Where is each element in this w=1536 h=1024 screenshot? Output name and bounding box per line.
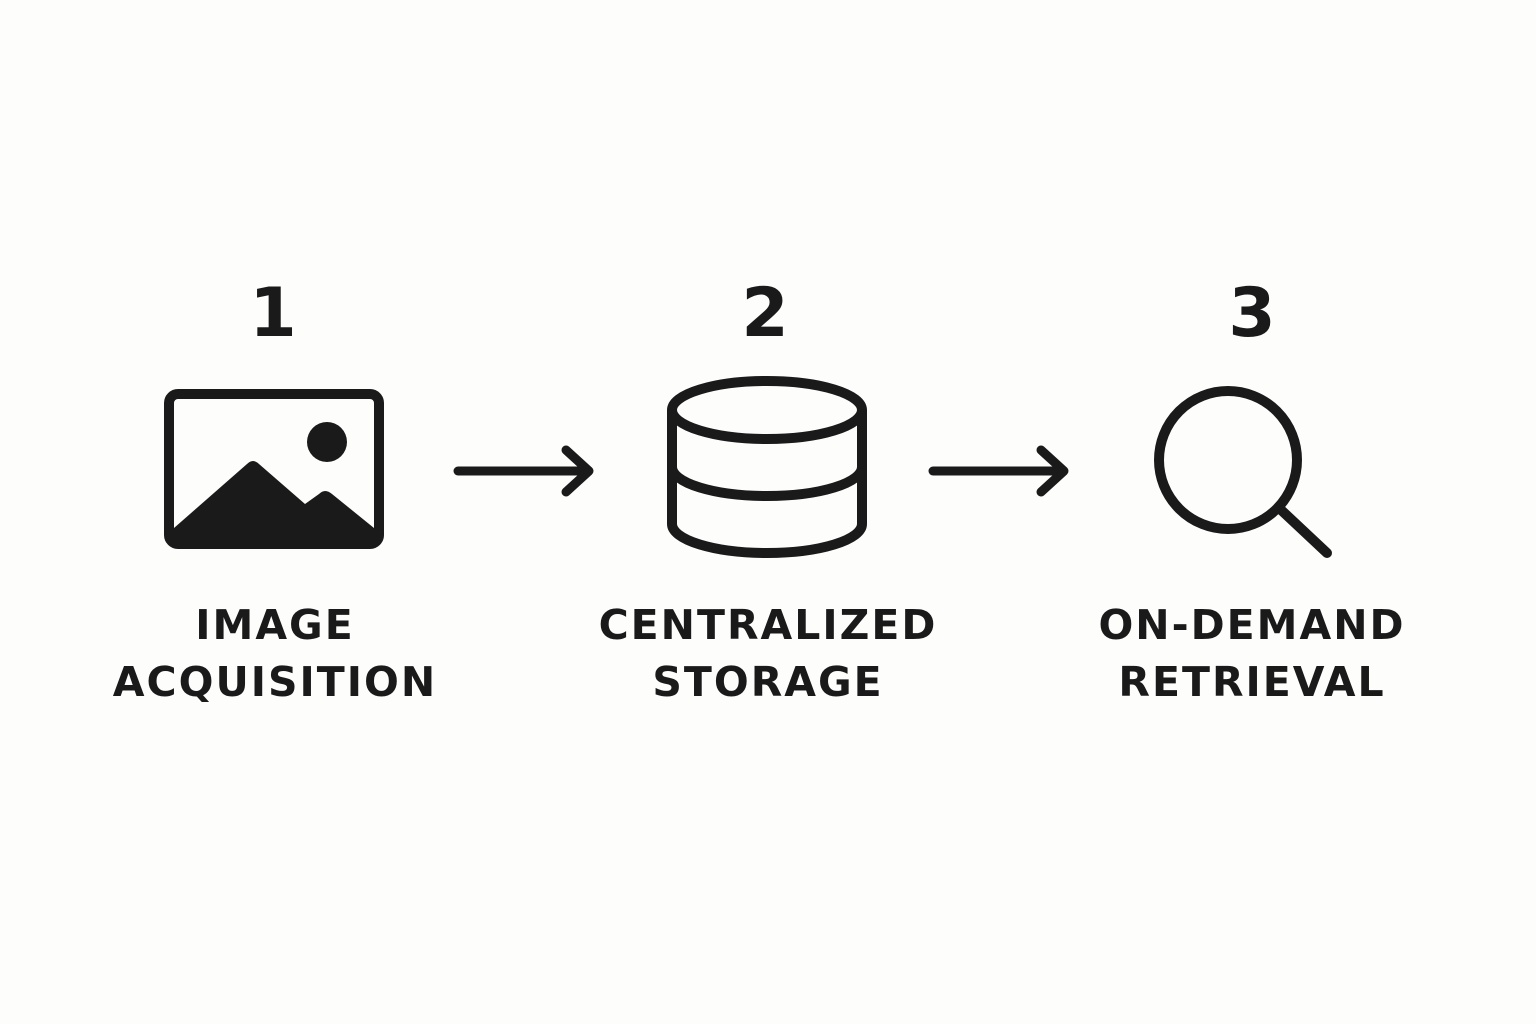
step-number: 3	[1228, 274, 1276, 353]
image-icon	[164, 389, 384, 549]
step-label-line2: ACQUISITION	[112, 658, 438, 706]
step-label-line2: STORAGE	[652, 658, 884, 706]
step-label-line1: IMAGE	[195, 601, 355, 649]
database-icon	[667, 376, 867, 558]
step-label: CENTRALIZED STORAGE	[578, 597, 958, 711]
step-label: IMAGE ACQUISITION	[85, 597, 465, 711]
search-icon	[1154, 386, 1332, 558]
step-number: 2	[741, 274, 789, 353]
arrow-right-icon	[453, 445, 594, 497]
step-label: ON-DEMAND RETRIEVAL	[1062, 597, 1442, 711]
step-number: 1	[249, 274, 297, 353]
step-label-line2: RETRIEVAL	[1118, 658, 1386, 706]
step-label-line1: CENTRALIZED	[598, 601, 938, 649]
step-label-line1: ON-DEMAND	[1098, 601, 1406, 649]
arrow-right-icon	[928, 445, 1069, 497]
